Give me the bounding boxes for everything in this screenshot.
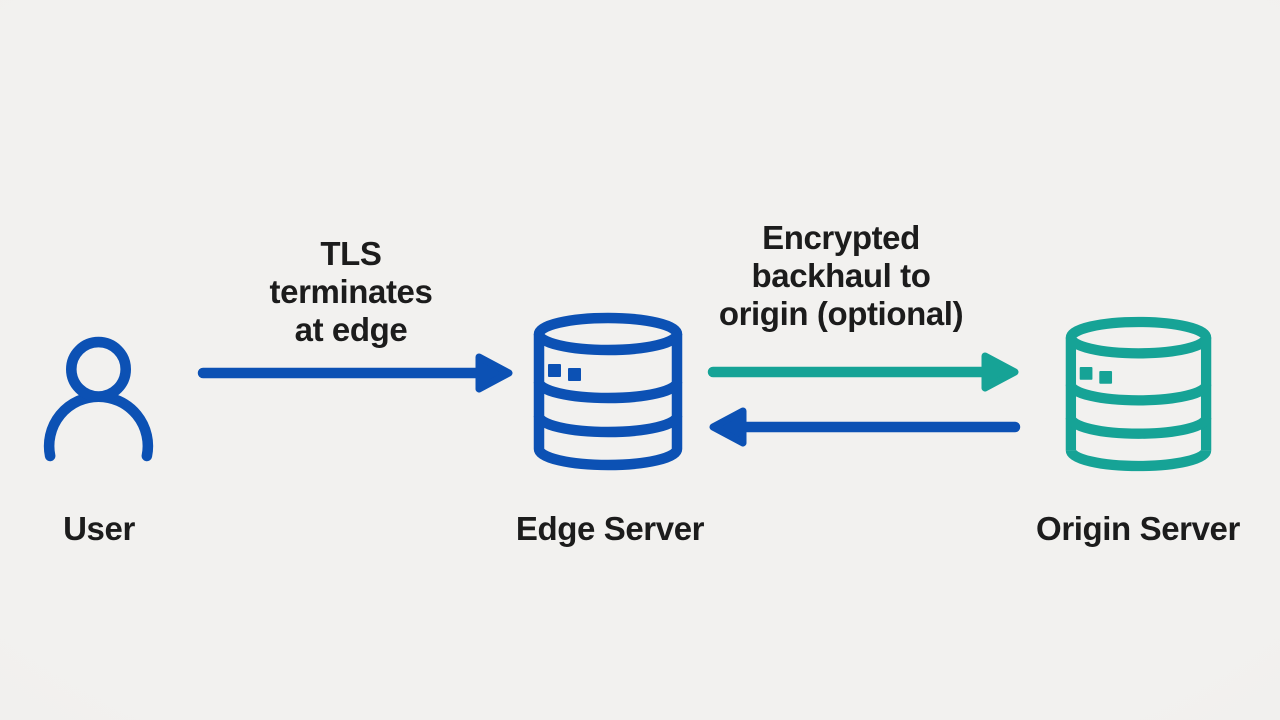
database-icon (533, 312, 683, 471)
node-user-label: User (63, 510, 135, 547)
node-edge-server-label: Edge Server (515, 510, 705, 547)
label-line: at edge (294, 311, 408, 348)
arrow-left-origin-to-edge-icon (709, 407, 1021, 447)
label-line: origin (optional) (718, 295, 964, 332)
label-line: Encrypted (762, 219, 920, 256)
label-line: TLS (320, 235, 382, 272)
arrow-right-user-to-edge-icon (197, 353, 513, 393)
person-icon (43, 336, 154, 462)
connection-edge-to-origin-label: Encrypted backhaul to origin (optional) (696, 219, 986, 333)
label-line: backhaul to (751, 257, 931, 294)
database-icon (1065, 316, 1212, 472)
arrow-right-edge-to-origin-icon (707, 352, 1019, 392)
connection-user-to-edge-label: TLS terminates at edge (231, 235, 471, 349)
node-origin-server-label: Origin Server (1036, 510, 1240, 547)
label-line: terminates (269, 273, 433, 310)
